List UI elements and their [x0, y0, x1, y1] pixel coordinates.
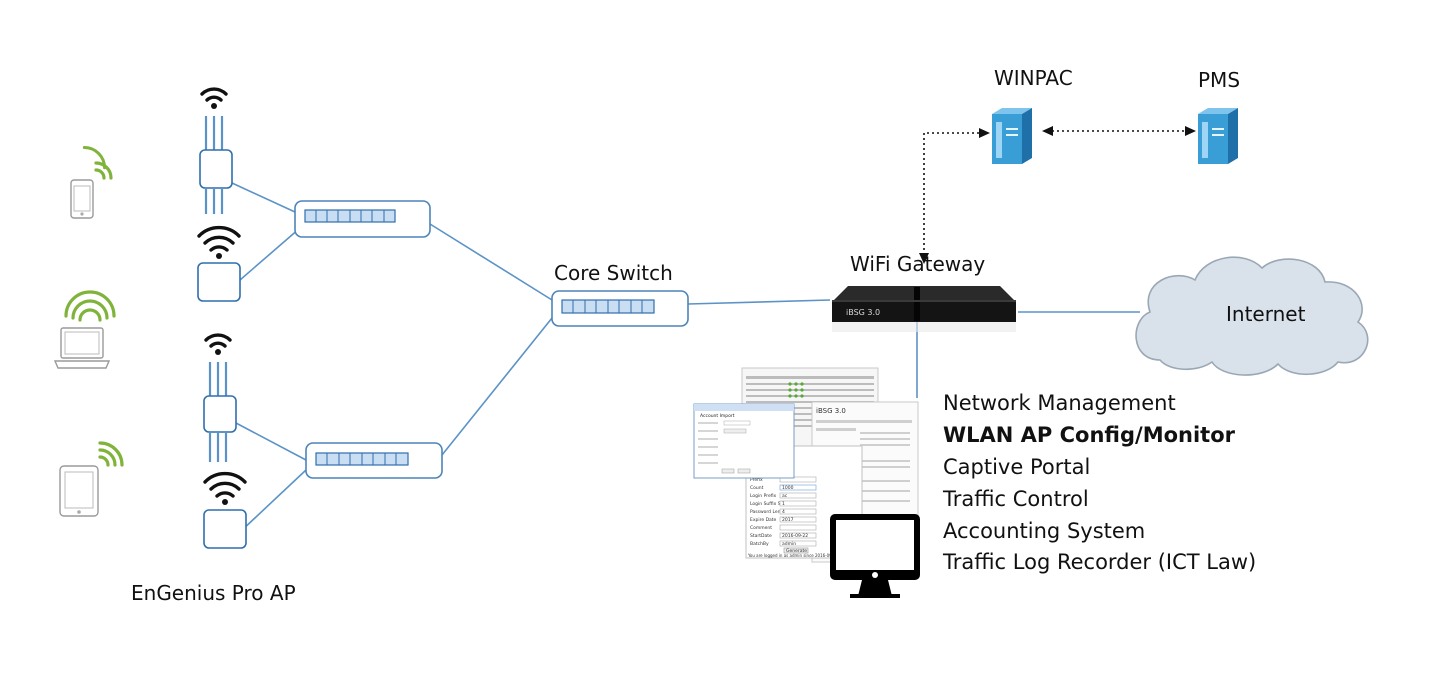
- server-links: [919, 126, 1196, 264]
- feature-item: WLAN AP Config/Monitor: [943, 423, 1236, 447]
- form-field-label: Prefix: [750, 477, 763, 483]
- link-ap1-switch1: [231, 182, 296, 213]
- form-generate-button: Generate: [786, 548, 807, 554]
- feature-item: Traffic Control: [942, 487, 1089, 511]
- wifi-signal-icon: [200, 87, 228, 109]
- switch-icon: [305, 442, 443, 479]
- form-field-label: Expire Date: [750, 517, 777, 523]
- wifi-signal-icon: [197, 225, 241, 259]
- form-field-label: Login Suffix Start: [750, 501, 789, 507]
- access-point-icon: [203, 333, 237, 462]
- form-field-label: Login Prefix: [750, 493, 777, 499]
- core-switch-icon: [551, 290, 689, 327]
- arrow-head-gateway: [919, 253, 929, 264]
- link-gateway-winpac: [923, 132, 980, 255]
- feature-item: Captive Portal: [943, 455, 1090, 479]
- form-field-value: 2016-09-22: [782, 533, 808, 539]
- tablet-icon: [59, 441, 124, 517]
- arrow-head-right: [1185, 126, 1196, 136]
- server-winpac-icon: [992, 108, 1032, 164]
- server-pms-icon: [1198, 108, 1238, 164]
- switch-icon: [294, 200, 431, 238]
- feature-item: Traffic Log Recorder (ICT Law): [942, 550, 1256, 574]
- form-field-value: 4: [782, 509, 785, 515]
- link-ap3-switch2: [235, 422, 307, 461]
- form-field-label: Password Length: [750, 509, 788, 515]
- management-screenshot: iBSG 3.0 Prefix Count 1000 Login Prefix …: [693, 367, 920, 598]
- feature-item: Accounting System: [943, 519, 1145, 543]
- form-field-value: ac: [782, 494, 788, 499]
- winpac-label: WINPAC: [994, 66, 1073, 90]
- smartphone-icon: [70, 146, 113, 219]
- form-field-label: StartDate: [750, 533, 772, 539]
- dialog-titlebar: [694, 404, 794, 411]
- link-switch1-core: [429, 223, 553, 301]
- link-core-gateway: [687, 299, 831, 305]
- form-field-label: Count: [750, 485, 764, 491]
- form-field-value: 1000: [782, 485, 794, 491]
- link-ap2-switch1: [239, 227, 301, 281]
- link-ap4-switch2: [239, 469, 307, 533]
- wifi-gateway-label: WiFi Gateway: [850, 252, 985, 276]
- form-field-value: 1: [782, 501, 785, 507]
- engenius-label: EnGenius Pro AP: [131, 581, 296, 605]
- internet-label: Internet: [1226, 302, 1306, 326]
- wifi-signal-icon: [203, 471, 247, 505]
- monitor-icon: [830, 514, 920, 598]
- cloud-icon: [1135, 256, 1369, 376]
- access-point-icon: [203, 471, 247, 549]
- gateway-device-icon: iBSG 3.0: [832, 286, 1016, 332]
- access-point-icon: [197, 225, 241, 302]
- laptop-icon: [53, 290, 116, 369]
- feature-item: Network Management: [943, 391, 1176, 415]
- arrow-head-winpac: [979, 128, 990, 138]
- dialog-title: Account Import: [700, 413, 735, 419]
- form-field-value: 2017: [782, 517, 794, 523]
- links: [231, 182, 1140, 533]
- form-field-value: admin: [782, 541, 796, 547]
- import-dialog: [693, 403, 795, 479]
- form-fields: Prefix Count 1000 Login Prefix ac Login …: [747, 476, 839, 558]
- right-window-title: iBSG 3.0: [816, 407, 846, 415]
- form-field-label: Comment: [750, 525, 772, 531]
- core-switch-label: Core Switch: [554, 261, 673, 285]
- arrow-head-left: [1042, 126, 1053, 136]
- link-switch2-core: [441, 317, 553, 456]
- form-field-label: BatchBy: [750, 541, 769, 547]
- wifi-signal-icon: [204, 333, 232, 355]
- device-brand-text: iBSG 3.0: [846, 308, 880, 317]
- pms-label: PMS: [1198, 68, 1240, 92]
- access-point-icon: [199, 87, 233, 214]
- feature-list: Network Management WLAN AP Config/Monito…: [942, 391, 1256, 574]
- form-footer: You are logged in as admin since 2016-09…: [747, 553, 839, 558]
